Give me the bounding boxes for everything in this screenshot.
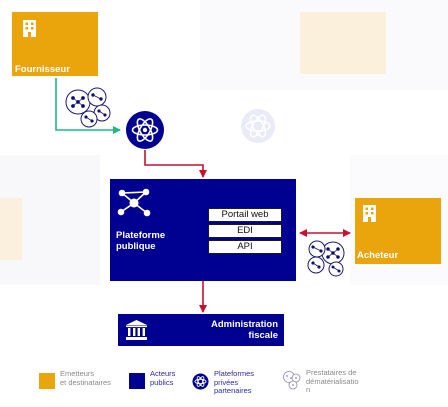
network-cluster-icon — [65, 87, 111, 128]
legend-label-emetteurs: Emetteurs et destinataires — [60, 369, 111, 387]
legend-swatch-emetteurs — [39, 373, 55, 389]
ghost-left-orange — [0, 198, 22, 260]
network-cluster-icon — [307, 240, 345, 277]
arrow-fournisseur-to-private-platform — [55, 78, 121, 134]
building-icon — [363, 205, 376, 222]
service-portail-web: Portail web — [208, 208, 282, 222]
service-edi: EDI — [208, 224, 282, 238]
service-api: API — [208, 240, 282, 254]
acheteur-label: Acheteur — [357, 250, 399, 261]
administration-fiscale-node — [118, 314, 284, 346]
atom-icon — [192, 373, 209, 390]
network-cluster-icon — [283, 371, 301, 390]
administration-fiscale-label: Administration fiscale — [210, 319, 278, 341]
legend-label-prestataires: Prestataires de dématérialisatio n — [306, 368, 359, 394]
arrow-private-platform-to-public — [144, 150, 207, 178]
legend-label-plateformes: Plateformes privées partenaires — [214, 369, 255, 395]
building-icon — [23, 20, 36, 37]
legend-swatch-acteurs — [129, 373, 145, 389]
legend-label-acteurs: Acteurs publics — [150, 369, 176, 387]
ghost-atom-icon — [241, 109, 275, 143]
plateforme-publique-label: Plateforme publique — [116, 230, 166, 252]
ghost-orange-box — [300, 12, 386, 74]
fournisseur-label: Fournisseur — [15, 64, 70, 75]
institution-icon — [126, 320, 147, 340]
network-hub-icon — [117, 188, 151, 217]
private-platform-atom-icon — [126, 111, 164, 149]
